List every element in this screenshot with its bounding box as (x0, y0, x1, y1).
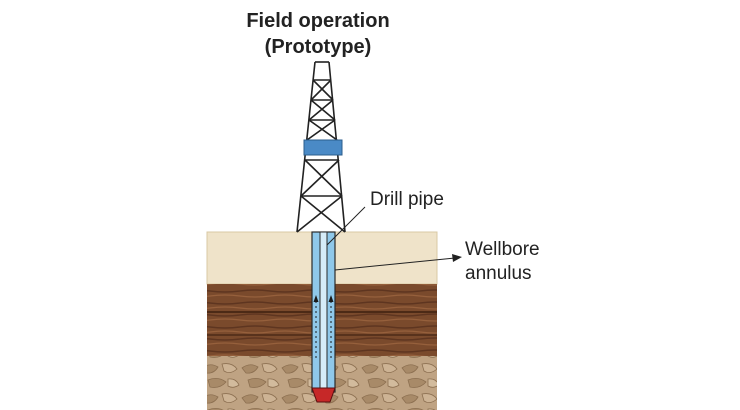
title-line-2: (Prototype) (264, 36, 372, 58)
annulus-leader (334, 257, 456, 271)
upflow-arrows (315, 298, 332, 358)
derrick-band (303, 139, 343, 156)
drill-bit (311, 387, 336, 403)
wellbore-label-line-2: annulus (465, 263, 532, 284)
title-line-1: Field operation (246, 10, 390, 32)
drill-pipe-leader (326, 206, 366, 246)
wellbore-label-line-1: Wellbore (465, 239, 540, 260)
drill-pipe (319, 231, 328, 389)
drill-pipe-label: Drill pipe (370, 189, 444, 210)
